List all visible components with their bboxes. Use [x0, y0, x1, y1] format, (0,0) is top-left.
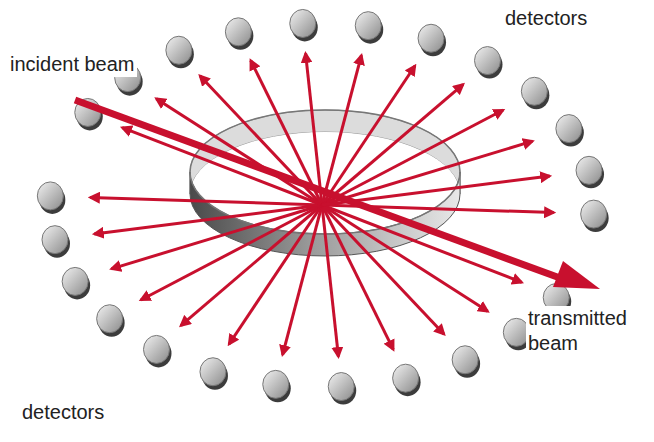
detector-disc — [355, 12, 383, 44]
detector-disc — [166, 36, 194, 68]
scattered-ray — [229, 205, 322, 344]
detector-disc — [143, 335, 171, 367]
annotation-label: transmitted beam — [526, 306, 648, 356]
detector-disc — [556, 115, 584, 147]
incident-beam — [75, 100, 560, 278]
detector-disc — [263, 370, 291, 402]
scattered-ray — [90, 197, 322, 205]
detector-disc — [225, 18, 253, 50]
detector-disc — [290, 9, 318, 41]
annotation-label: detectors — [503, 6, 589, 31]
scattered-ray — [111, 205, 322, 269]
scattered-rays — [90, 53, 553, 356]
detector-disc — [200, 358, 228, 390]
scattered-ray — [181, 205, 322, 326]
detector-disc — [581, 200, 609, 232]
scattered-ray — [322, 55, 361, 205]
scattered-ray — [322, 84, 463, 205]
detector-disc — [418, 24, 446, 56]
detector-disc — [37, 182, 65, 214]
scattered-ray — [322, 141, 533, 205]
detector-disc — [475, 47, 503, 79]
transmitted-beam-head — [553, 261, 600, 289]
scattered-ray — [322, 205, 393, 350]
detector-disc — [62, 267, 90, 299]
scattered-ray — [283, 205, 322, 355]
detector-disc — [393, 364, 421, 396]
detector-disc — [576, 156, 604, 188]
detector-disc — [97, 305, 125, 337]
detector-disc — [521, 77, 549, 109]
scattered-ray — [322, 205, 444, 334]
annotation-label: incident beam — [8, 52, 137, 77]
detector-disc — [452, 346, 480, 378]
scattered-ray — [94, 205, 322, 234]
scattered-ray — [322, 205, 338, 357]
detector-disc — [328, 373, 356, 405]
annotation-label: detectors — [20, 400, 106, 425]
scattered-ray — [322, 66, 415, 205]
detector-disc — [42, 226, 70, 258]
